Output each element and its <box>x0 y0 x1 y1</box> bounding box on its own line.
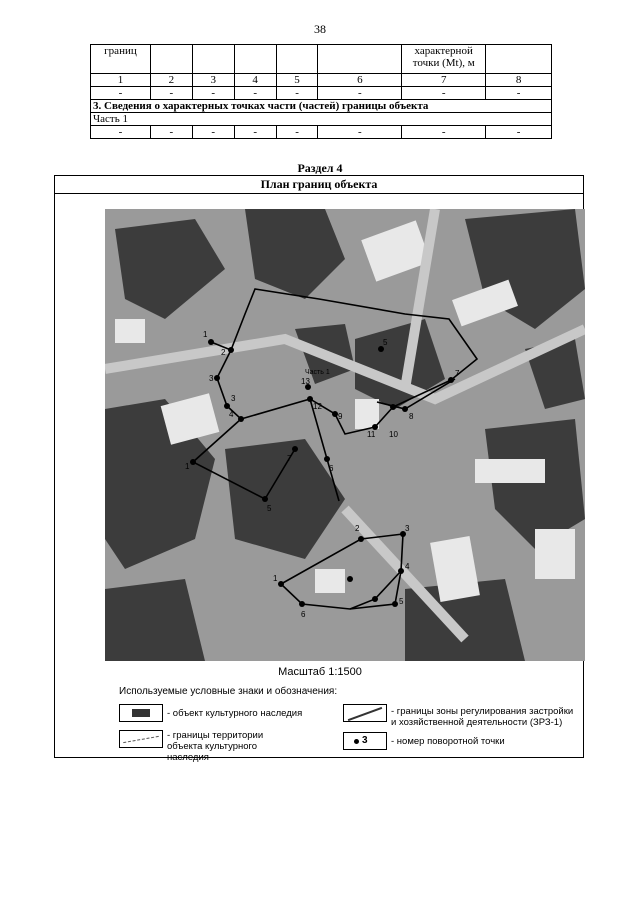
point-label: 8 <box>409 412 414 421</box>
cell: - <box>191 125 235 139</box>
point-label: 13 <box>301 377 310 386</box>
point-label: 7 <box>287 454 292 463</box>
cell: - <box>275 125 319 139</box>
cell: - <box>317 125 403 139</box>
point-number-symbol: 3 <box>343 732 387 750</box>
legend-territory-bounds: - границы территории объекта культурного… <box>167 730 264 763</box>
table-row: 3. Сведения о характерных точках части (… <box>90 99 552 113</box>
cell: - <box>275 86 319 100</box>
cell: - <box>401 125 487 139</box>
cell: - <box>233 86 277 100</box>
header-cell <box>233 44 277 74</box>
header-cell <box>485 44 552 74</box>
point-label: 6 <box>329 464 334 473</box>
page-number: 38 <box>314 22 326 36</box>
table-row: 1 2 3 4 5 6 7 8 <box>90 73 552 87</box>
table-header-row: границ характерной точки (Mt), м <box>90 44 552 74</box>
cell: - <box>149 86 193 100</box>
point-number-example: 3 <box>362 735 368 746</box>
point-label: 6 <box>301 610 306 619</box>
territory-bounds-symbol <box>119 730 163 748</box>
cell: - <box>90 86 151 100</box>
table-row: Часть 1 <box>90 112 552 126</box>
cell: - <box>317 86 403 100</box>
cell: - <box>191 86 235 100</box>
point-label: 11 <box>367 430 376 439</box>
cell: 2 <box>149 73 193 87</box>
cell: - <box>485 86 552 100</box>
header-cell <box>191 44 235 74</box>
point-label: 3 <box>231 394 236 403</box>
point-label: 3 <box>405 524 410 533</box>
section3-heading: 3. Сведения о характерных точках части (… <box>90 99 552 113</box>
cell: 5 <box>275 73 319 87</box>
point-label: 2 <box>221 348 226 357</box>
aerial-map: 1 2 3 3 4 13 12 9 7 6 11 10 8 5 7 1 5 1 … <box>105 209 585 661</box>
legend-title: Используемые условные знаки и обозначени… <box>119 686 338 697</box>
cell: - <box>149 125 193 139</box>
point-label: 10 <box>389 430 398 439</box>
heritage-object-symbol <box>119 704 163 722</box>
header-cell: характерной точки (Mt), м <box>401 44 487 74</box>
part1-label: Часть 1 <box>90 112 552 126</box>
point-label: 1 <box>203 330 208 339</box>
cell: 3 <box>191 73 235 87</box>
point-label: 4 <box>229 410 234 419</box>
table-row: - - - - - - - - <box>90 86 552 100</box>
cell: - <box>401 86 487 100</box>
header-cell <box>317 44 403 74</box>
legend-zone-bounds: - границы зоны регулирования застройки и… <box>391 706 574 728</box>
header-cell <box>275 44 319 74</box>
cell: 4 <box>233 73 277 87</box>
point-label: 9 <box>338 412 343 421</box>
map-part-label: Часть 1 <box>305 369 330 376</box>
cell: 8 <box>485 73 552 87</box>
point-label: 2 <box>355 524 360 533</box>
cell: 6 <box>317 73 403 87</box>
cell: - <box>233 125 277 139</box>
point-label: 1 <box>273 574 278 583</box>
legend-point-number: - номер поворотной точки <box>391 736 505 747</box>
table-row: - - - - - - - - <box>90 125 552 139</box>
zone-bounds-symbol <box>343 704 387 722</box>
cell: 7 <box>401 73 487 87</box>
cell: - <box>90 125 151 139</box>
cell: 1 <box>90 73 151 87</box>
point-label: 5 <box>399 597 404 606</box>
point-label: 1 <box>185 462 190 471</box>
point-label: 4 <box>405 562 410 571</box>
point-label: 5 <box>383 338 388 347</box>
point-label: 12 <box>313 402 322 411</box>
plan-frame: План границ объекта <box>54 175 585 763</box>
coordinates-table: границ характерной точки (Mt), м 1 2 3 4… <box>90 44 552 139</box>
cell: - <box>485 125 552 139</box>
point-label: 5 <box>267 504 272 513</box>
legend-heritage-object: - объект культурного наследия <box>167 708 303 719</box>
header-cell: границ <box>90 44 151 74</box>
plan-title: План границ объекта <box>55 176 583 194</box>
point-label: 7 <box>455 369 460 378</box>
map-scale: Масштаб 1:1500 <box>278 666 362 678</box>
section-title: Раздел 4 <box>297 161 343 175</box>
point-label: 3 <box>209 374 214 383</box>
header-cell <box>149 44 193 74</box>
